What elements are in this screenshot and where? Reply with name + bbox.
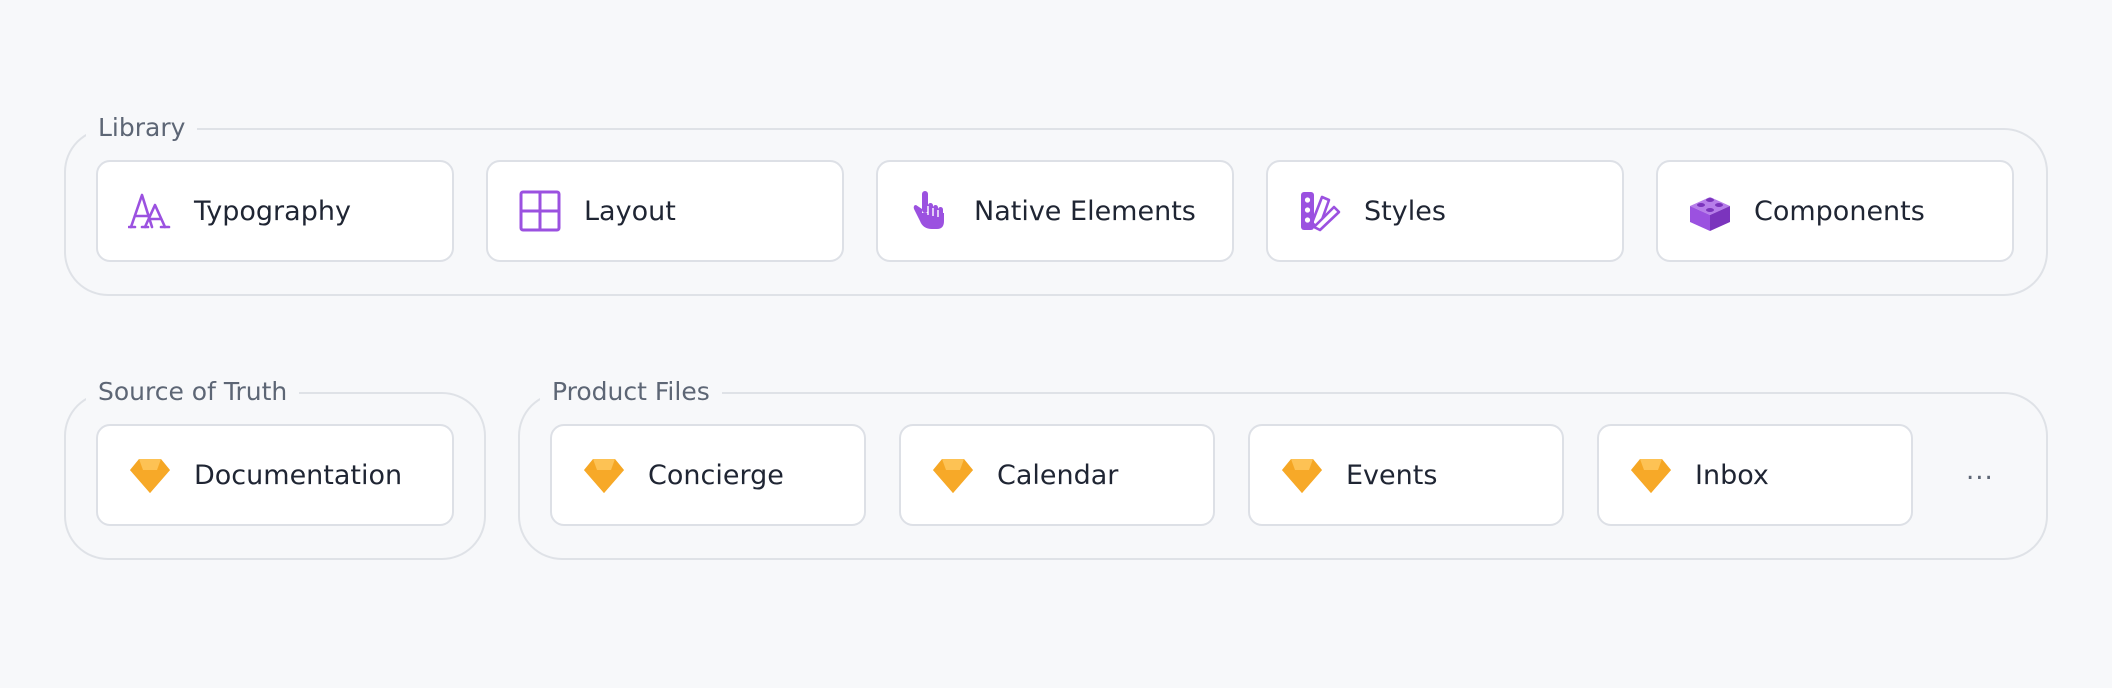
library-card-label: Components <box>1754 195 1925 227</box>
layout-grid-icon <box>518 189 562 233</box>
sketch-diamond-icon <box>582 453 626 497</box>
library-card-label: Native Elements <box>974 195 1196 227</box>
file-card-calendar[interactable]: Calendar <box>899 424 1215 526</box>
file-card-events[interactable]: Events <box>1248 424 1564 526</box>
file-card-label: Concierge <box>648 459 784 491</box>
pointer-hand-icon <box>908 189 952 233</box>
file-card-label: Events <box>1346 459 1438 491</box>
file-card-concierge[interactable]: Concierge <box>550 424 866 526</box>
library-card-typography[interactable]: Typography <box>96 160 454 262</box>
file-card-inbox[interactable]: Inbox <box>1597 424 1913 526</box>
sketch-diamond-icon <box>128 453 172 497</box>
file-card-label: Calendar <box>997 459 1119 491</box>
library-group: Library Typography Layout <box>64 106 2048 296</box>
product-files-title: Product Files <box>540 370 722 414</box>
color-swatch-icon <box>1298 189 1342 233</box>
library-card-label: Typography <box>194 195 351 227</box>
library-card-components[interactable]: Components <box>1656 160 2014 262</box>
typography-icon <box>128 189 172 233</box>
more-files-ellipsis[interactable]: ... <box>1966 456 1994 486</box>
source-of-truth-title: Source of Truth <box>86 370 300 414</box>
file-card-label: Inbox <box>1695 459 1769 491</box>
product-files-group: Product Files Concierge Calendar <box>518 370 2048 560</box>
lego-brick-icon <box>1688 189 1732 233</box>
file-card-label: Documentation <box>194 459 403 491</box>
file-card-documentation[interactable]: Documentation <box>96 424 454 526</box>
library-title: Library <box>86 106 198 150</box>
library-card-native-elements[interactable]: Native Elements <box>876 160 1234 262</box>
library-card-label: Styles <box>1364 195 1446 227</box>
library-card-layout[interactable]: Layout <box>486 160 844 262</box>
sketch-diamond-icon <box>931 453 975 497</box>
sketch-diamond-icon <box>1629 453 1673 497</box>
source-of-truth-group: Source of Truth Documentation <box>64 370 486 560</box>
sketch-diamond-icon <box>1280 453 1324 497</box>
library-card-styles[interactable]: Styles <box>1266 160 1624 262</box>
library-card-label: Layout <box>584 195 676 227</box>
